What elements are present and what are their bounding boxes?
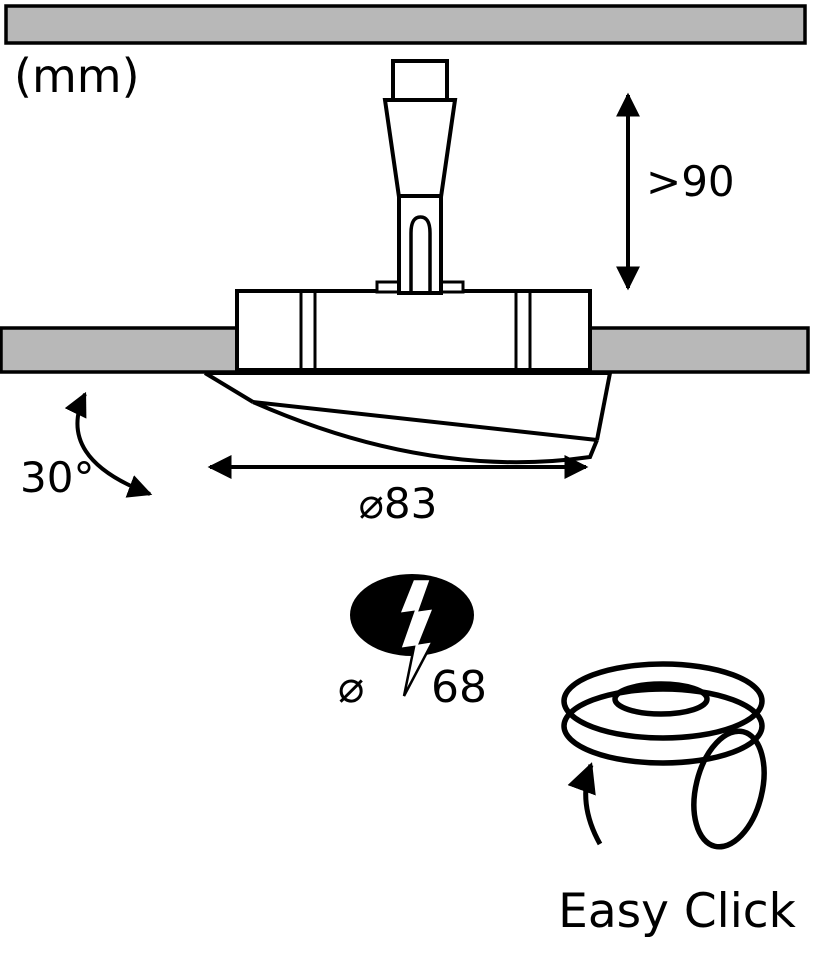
front-diameter-label: ⌀83 xyxy=(359,479,438,528)
cutout-diameter-value: 68 xyxy=(431,662,487,713)
rotate-arrow-icon xyxy=(567,762,603,846)
easy-click-icon xyxy=(561,661,767,850)
ceiling-top-panel xyxy=(4,4,807,45)
ceiling-panel-right xyxy=(588,326,810,374)
fixture-housing xyxy=(235,289,592,372)
lightning-bolt-icon xyxy=(397,577,436,697)
tilt-angle-label: 30° xyxy=(20,453,94,502)
tilt-angle-arrow xyxy=(64,391,153,498)
tilted-bezel xyxy=(203,371,612,465)
unit-label: (mm) xyxy=(14,49,140,103)
easy-click-label: Easy Click xyxy=(558,884,797,939)
mounting-depth-label: >90 xyxy=(646,157,735,206)
cutout-hole-icon xyxy=(350,574,474,697)
power-connector xyxy=(375,59,465,295)
cutout-diameter-symbol: ⌀ xyxy=(338,662,365,713)
ceiling-panel-left xyxy=(0,326,239,374)
cable-grommet xyxy=(409,215,432,292)
